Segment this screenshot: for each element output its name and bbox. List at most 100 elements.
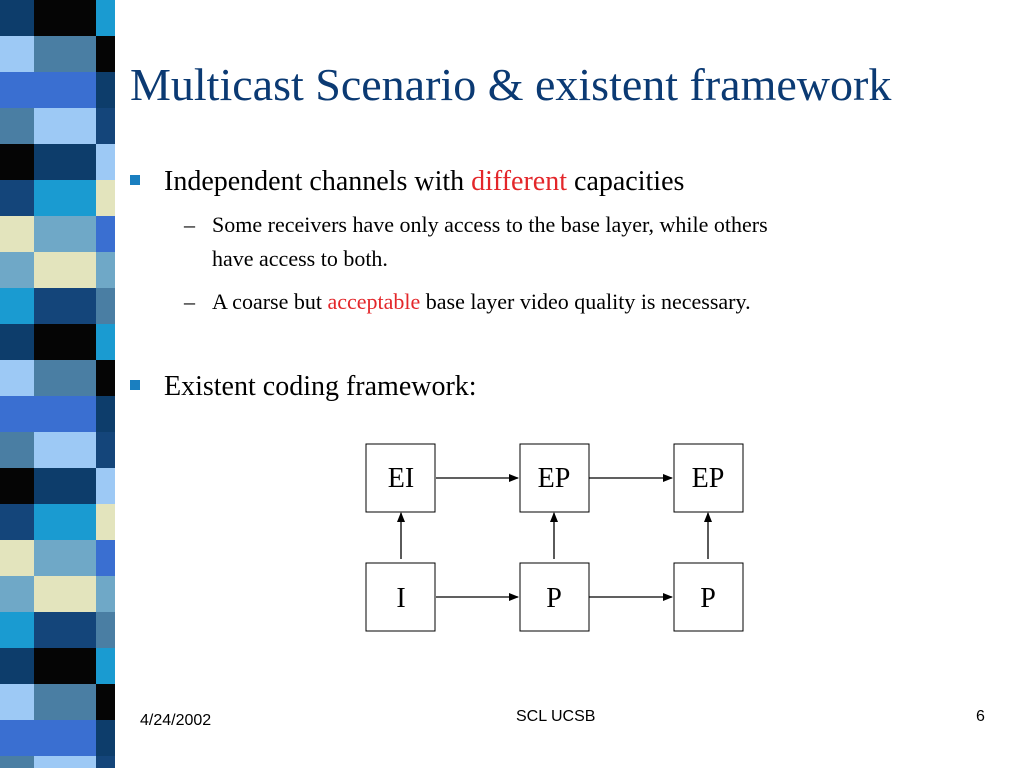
strip-band (0, 216, 115, 252)
bullet-coding-framework: Existent coding framework: (130, 373, 477, 401)
footer-center: SCL UCSB (516, 708, 596, 725)
frame-label: EI (388, 463, 414, 494)
strip-band (0, 756, 115, 768)
footer-date: 4/24/2002 (140, 712, 212, 729)
frame-box-ep-1: EP (519, 443, 590, 513)
strip-block (34, 720, 96, 756)
strip-block (34, 252, 96, 288)
strip-block (96, 684, 115, 720)
strip-block (34, 0, 96, 36)
strip-band (0, 540, 115, 576)
coding-framework-diagram: EI EP EP I P P (365, 443, 744, 632)
strip-block (96, 0, 115, 36)
frame-label: P (700, 583, 716, 614)
strip-block (0, 252, 34, 288)
subitem-text: A coarse but acceptable base layer video… (212, 285, 751, 319)
strip-block (0, 396, 34, 432)
subitem-line-2: have access to both. (212, 246, 388, 271)
frame-box-i: I (365, 562, 436, 632)
strip-block (0, 540, 34, 576)
strip-block (96, 540, 115, 576)
strip-block (96, 180, 115, 216)
strip-block (0, 504, 34, 540)
strip-band (0, 612, 115, 648)
frame-label: P (546, 583, 562, 614)
strip-block (0, 612, 34, 648)
strip-block (96, 648, 115, 684)
footer-page-number: 6 (976, 708, 985, 725)
strip-band (0, 684, 115, 720)
strip-block (34, 468, 96, 504)
strip-block (34, 756, 96, 768)
strip-block (34, 324, 96, 360)
strip-block (34, 216, 96, 252)
frame-label: EP (692, 463, 725, 494)
strip-block (96, 720, 115, 756)
strip-block (34, 108, 96, 144)
square-bullet-icon (130, 175, 140, 185)
strip-block (96, 108, 115, 144)
bullet-text-before: Independent channels with (164, 166, 472, 197)
frame-box-ep-2: EP (673, 443, 744, 513)
bullet-text: Existent coding framework: (164, 371, 477, 402)
subitem-receivers-access: – Some receivers have only access to the… (184, 208, 768, 276)
frame-label: EP (538, 463, 571, 494)
strip-block (34, 648, 96, 684)
slide-title: Multicast Scenario & existent framework (130, 59, 892, 110)
strip-block (34, 540, 96, 576)
square-bullet-icon (130, 380, 140, 390)
strip-block (0, 756, 34, 768)
subitem-highlight: acceptable (327, 289, 421, 314)
strip-block (0, 720, 34, 756)
strip-band (0, 36, 115, 72)
strip-band (0, 468, 115, 504)
dash-icon: – (184, 212, 195, 237)
strip-band (0, 360, 115, 396)
strip-block (0, 0, 34, 36)
strip-block (0, 288, 34, 324)
strip-block (0, 144, 34, 180)
strip-band (0, 252, 115, 288)
strip-block (34, 144, 96, 180)
strip-band (0, 108, 115, 144)
subitem-line-1: Some receivers have only access to the b… (212, 212, 768, 237)
dash-icon: – (184, 289, 195, 314)
strip-block (0, 36, 34, 72)
strip-block (96, 756, 115, 768)
strip-block (34, 612, 96, 648)
strip-block (0, 648, 34, 684)
strip-block (34, 504, 96, 540)
strip-band (0, 648, 115, 684)
bullet-text-after: capacities (567, 166, 685, 197)
strip-band (0, 72, 115, 108)
frame-label: I (396, 583, 405, 614)
strip-band (0, 180, 115, 216)
strip-block (34, 432, 96, 468)
frame-box-p-1: P (519, 562, 590, 632)
bullet-independent-channels: Independent channels with different capa… (130, 168, 684, 196)
frame-box-p-2: P (673, 562, 744, 632)
frame-box-ei: EI (365, 443, 436, 513)
strip-block (0, 180, 34, 216)
strip-block (34, 684, 96, 720)
decorative-left-strip (0, 0, 115, 768)
strip-band (0, 396, 115, 432)
bullet-highlight: different (471, 166, 568, 197)
strip-block (0, 360, 34, 396)
strip-block (34, 36, 96, 72)
strip-block (96, 360, 115, 396)
strip-band (0, 324, 115, 360)
strip-block (0, 72, 34, 108)
strip-block (96, 612, 115, 648)
subitem-base-layer-quality: – A coarse but acceptable base layer vid… (184, 285, 751, 319)
strip-block (96, 396, 115, 432)
strip-block (34, 72, 96, 108)
strip-block (96, 72, 115, 108)
strip-block (0, 468, 34, 504)
subitem-text-after: base layer video quality is necessary. (420, 289, 751, 314)
strip-band (0, 288, 115, 324)
subitem-text-before: A coarse but (212, 289, 328, 314)
strip-block (0, 108, 34, 144)
strip-block (96, 288, 115, 324)
strip-block (96, 36, 115, 72)
